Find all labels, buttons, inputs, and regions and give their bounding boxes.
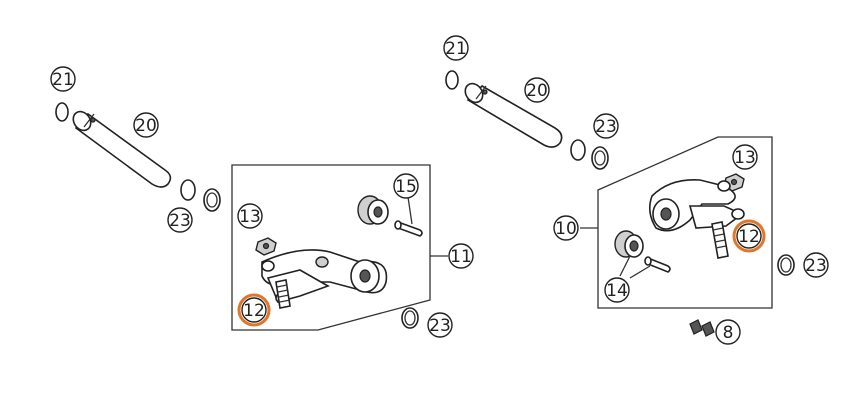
right-pin: [644, 256, 671, 273]
right-callout-14-text: 14: [606, 281, 628, 301]
right-assembly: 21 20 23 13 10 12 23 14: [443, 35, 829, 345]
right-callout-10-text: 10: [555, 219, 577, 239]
left-callout-12: 12: [237, 293, 271, 327]
right-callout-21-text: 21: [445, 39, 467, 59]
left-callout-13-text: 13: [239, 207, 261, 227]
right-assembly-frame: [597, 136, 773, 309]
left-callout-21: 21: [50, 66, 76, 92]
right-callout-13: 13: [732, 144, 758, 170]
right-small-parts-8: [689, 319, 715, 337]
left-assembly: 21 20 23 13 15 11 12 23: [50, 66, 474, 338]
right-callout-12: 12: [732, 219, 766, 253]
left-callout-20: 20: [133, 112, 159, 138]
right-washer-23a: [570, 139, 586, 161]
left-callout-12-text: 12: [243, 301, 265, 321]
right-callout-20: 20: [524, 77, 550, 103]
left-callout-21-text: 21: [52, 70, 74, 90]
right-callout-8-text: 8: [723, 323, 734, 343]
right-shaft-20: [464, 82, 563, 148]
right-washer-23b: [591, 146, 609, 170]
left-callout-15: 15: [393, 173, 419, 199]
left-callout-23-top: 23: [167, 207, 193, 233]
left-assembly-frame: [231, 164, 431, 331]
right-callout-23-right: 23: [803, 252, 829, 278]
right-rocker-arm-10: [648, 179, 745, 232]
left-callout-11-text: 11: [450, 247, 472, 267]
left-pin: [394, 220, 423, 237]
right-callout-8: 8: [715, 319, 741, 345]
right-adjust-screw-12: [711, 221, 729, 259]
left-o-ring-21: [55, 102, 69, 122]
right-roller-14: [614, 230, 644, 258]
left-adjust-screw-12: [275, 279, 291, 309]
left-washer-23a: [180, 179, 196, 201]
right-callout-23-top-text: 23: [595, 117, 617, 137]
left-roller-15: [357, 195, 389, 225]
left-callout-23-bottom-text: 23: [429, 316, 451, 336]
right-callout-10: 10: [553, 215, 579, 241]
left-shaft-20: [72, 110, 172, 188]
right-callout-23-right-text: 23: [805, 256, 827, 276]
right-callout-13-text: 13: [734, 148, 756, 168]
right-callout-12-text: 12: [738, 227, 760, 247]
left-callout-20-text: 20: [135, 116, 157, 136]
left-callout-23-top-text: 23: [169, 211, 191, 231]
left-callout-15-text: 15: [395, 177, 417, 197]
right-callout-21: 21: [443, 35, 469, 61]
right-callout-20-text: 20: [526, 81, 548, 101]
right-callout-14: 14: [604, 277, 630, 303]
right-o-ring-21: [445, 70, 459, 90]
left-callout-13: 13: [237, 203, 263, 229]
right-callout-23-top: 23: [593, 113, 619, 139]
left-callout-23-bottom: 23: [427, 312, 453, 338]
left-washer-23b: [203, 188, 221, 212]
left-callout-11: 11: [448, 243, 474, 269]
